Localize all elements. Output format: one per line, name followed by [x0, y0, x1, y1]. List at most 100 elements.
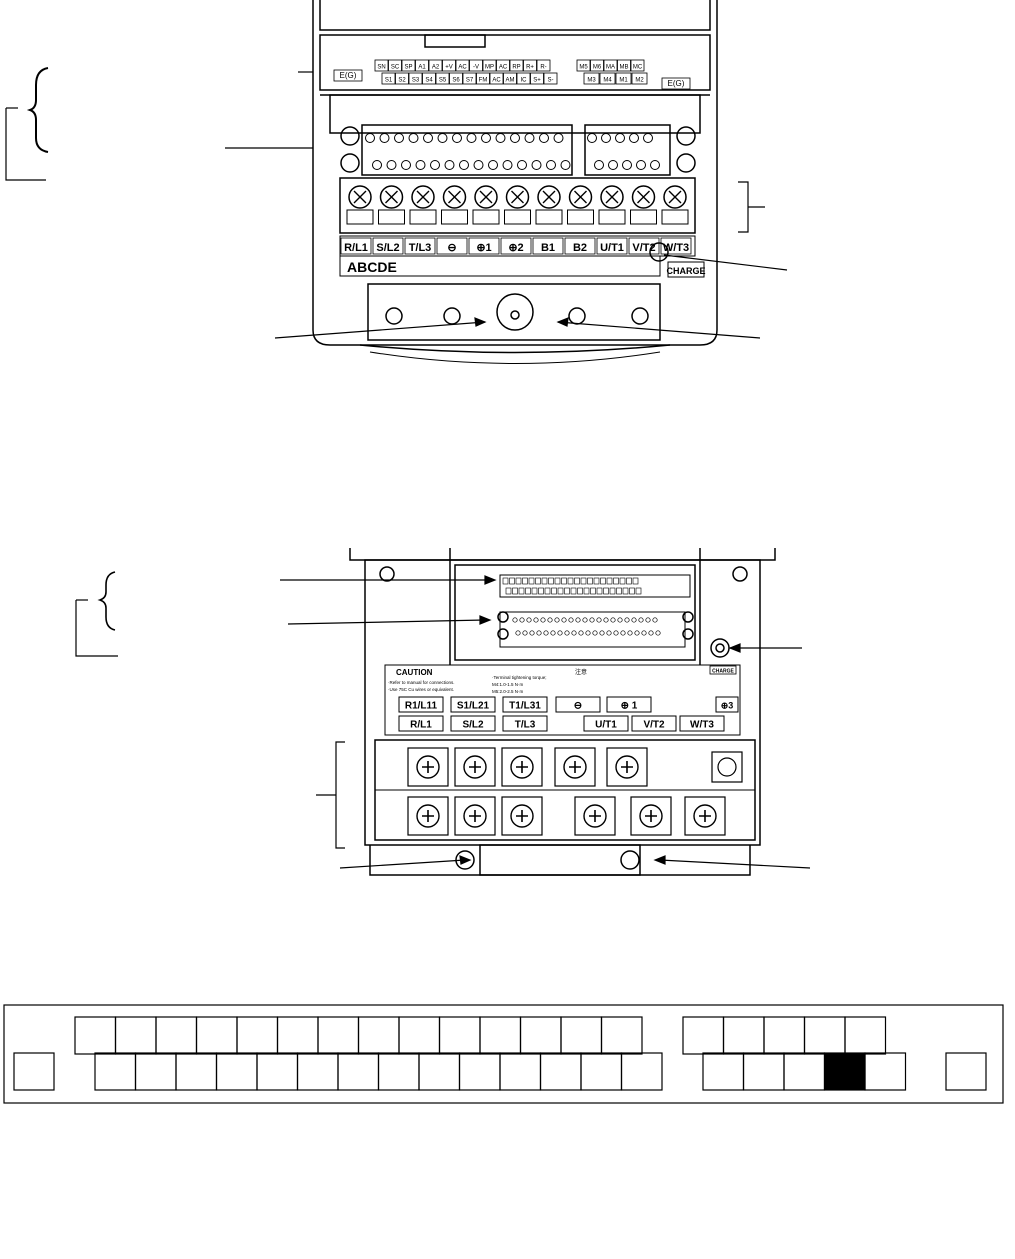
- f1-row1-cell: [496, 59, 510, 72]
- f1-row2b-cell: [631, 72, 648, 85]
- f1-control-screw-lower: [502, 160, 513, 170]
- f1-main-screw: [379, 185, 404, 209]
- f1-row2b-cell: [583, 72, 600, 85]
- f1-control-screw-lower: [560, 160, 571, 170]
- f1-row2-cell: [503, 72, 517, 85]
- f1-control-screw-lower: [386, 160, 397, 170]
- f1-control-screw-upper-b: [587, 133, 597, 143]
- f1-row1-cell: [523, 59, 537, 72]
- f2-lower-label: T/L3: [515, 720, 536, 731]
- figure-2-caution-line-1: ·Refer to manual for connections.: [388, 680, 455, 685]
- f1-row2-label: S+: [533, 78, 541, 84]
- f2-plus3-label: ⊕3: [721, 701, 734, 711]
- strip-top-right-cell: [844, 1016, 887, 1055]
- strip-bottom-cell: [539, 1052, 582, 1091]
- strip-top-cell: [74, 1016, 117, 1055]
- figure-2-jp-title: 注意: [575, 668, 587, 676]
- f1-control-screw-upper: [452, 133, 462, 143]
- f1-row1-cell: [442, 59, 456, 72]
- f1-row2-cell: [422, 72, 436, 85]
- figure-2-main-screws: [407, 747, 743, 836]
- strip-top-cell: [600, 1016, 643, 1055]
- f1-control-screw-upper: [524, 133, 535, 143]
- figure-1-terminal-block: [312, 0, 718, 364]
- strip-top-cell: [236, 1016, 279, 1055]
- f1-control-screw-upper: [408, 133, 419, 143]
- f1-row2-label: S5: [439, 78, 447, 84]
- strip-bottom-cell: [458, 1052, 501, 1091]
- strip-bottom-cell: [134, 1052, 177, 1091]
- strip-bottom-right-cell: [783, 1052, 826, 1091]
- f2-upper-label: R1/L11: [405, 701, 438, 712]
- f1-control-screw-upper-b: [629, 133, 639, 143]
- strip-bottom-cell: [215, 1052, 258, 1091]
- f2-upper-label: T1/L31: [509, 701, 541, 712]
- f1-row2-label: S2: [398, 78, 406, 84]
- f1-control-screw-lower: [517, 160, 527, 170]
- f1-row2-cell: [449, 72, 463, 85]
- f1-row2-label: AC: [492, 78, 501, 84]
- f1-row1-cell: [536, 59, 551, 72]
- f1-main-screw: [631, 185, 656, 209]
- f1-control-screw-upper-b: [601, 133, 611, 143]
- f1-row2-label: FM: [479, 78, 488, 84]
- f1-row1-label: SC: [391, 65, 400, 71]
- f1-main-label: ⊖: [447, 242, 456, 254]
- f1-main-label: T/L3: [409, 242, 432, 254]
- f1-row2-cell: [476, 72, 490, 85]
- f1-row1-label: A1: [418, 65, 426, 71]
- f1-control-screw-lower: [473, 160, 484, 170]
- f2-lower-screw: [416, 804, 440, 828]
- f2-upper-screw: [563, 755, 587, 779]
- f1-row2-label: S6: [452, 78, 460, 84]
- f1-row1-label: R-: [540, 65, 546, 71]
- strip-top-cell: [114, 1016, 157, 1055]
- f1-main-screw: [442, 185, 467, 209]
- f2-lower-label: W/T3: [690, 720, 714, 731]
- f2-upper-label: ⊕ 1: [621, 701, 638, 712]
- f1-row1-label: -V: [473, 65, 479, 71]
- strip-right-cell: [945, 1052, 987, 1091]
- f1-row1c-label: M5: [579, 65, 588, 71]
- f1-row2-cell: [408, 72, 423, 85]
- f1-row2-label: S4: [425, 78, 433, 84]
- strip-top-cell: [195, 1016, 238, 1055]
- f1-row1-label: A2: [432, 65, 440, 71]
- f2-upper-screw: [510, 755, 534, 779]
- f1-main-label: B1: [541, 242, 555, 254]
- f1-control-screw-lower: [415, 160, 426, 170]
- f1-row2b-label: M3: [587, 78, 596, 84]
- f1-row2b-cell: [599, 72, 616, 85]
- figure-2-terminal-block: [349, 548, 776, 876]
- figure-1-callouts: [5, 67, 788, 339]
- f1-row1-cell: [401, 59, 416, 72]
- f1-row2-cell: [381, 72, 396, 85]
- figure-1-screws: [346, 133, 689, 225]
- f1-main-screw: [474, 185, 498, 209]
- f1-row1-cell: [428, 59, 443, 72]
- f1-row2-label: S1: [385, 78, 393, 84]
- f1-row1b-label: MA: [606, 65, 615, 71]
- f1-row2-cell: [435, 72, 450, 85]
- f2-lower-label: S/L2: [462, 720, 484, 731]
- f1-control-screw-lower: [444, 160, 455, 170]
- f1-control-screw-upper: [510, 133, 520, 143]
- f1-main-label: ⊕1: [476, 242, 491, 254]
- figure-2-torque-line-2: M4:1.0-1.5 N·m: [492, 682, 524, 687]
- f1-row2-cell: [516, 72, 531, 85]
- f1-main-label: U/T1: [600, 242, 624, 254]
- f1-control-screw-upper: [423, 133, 433, 143]
- f1-row2-label: AM: [506, 78, 515, 84]
- terminal-strip-cells: [74, 1016, 907, 1091]
- strip-bottom-cell: [620, 1052, 663, 1091]
- f1-row2-label: S3: [412, 78, 420, 84]
- f2-upper-label: S1/L21: [457, 701, 490, 712]
- f1-control-screw-upper: [379, 133, 390, 143]
- f1-main-label: B2: [573, 242, 587, 254]
- f1-row1-label: RP: [512, 65, 520, 71]
- f2-lower-label: R/L1: [410, 720, 432, 731]
- f1-row1b-label: MC: [633, 65, 643, 71]
- f1-row1b-cell: [603, 59, 618, 72]
